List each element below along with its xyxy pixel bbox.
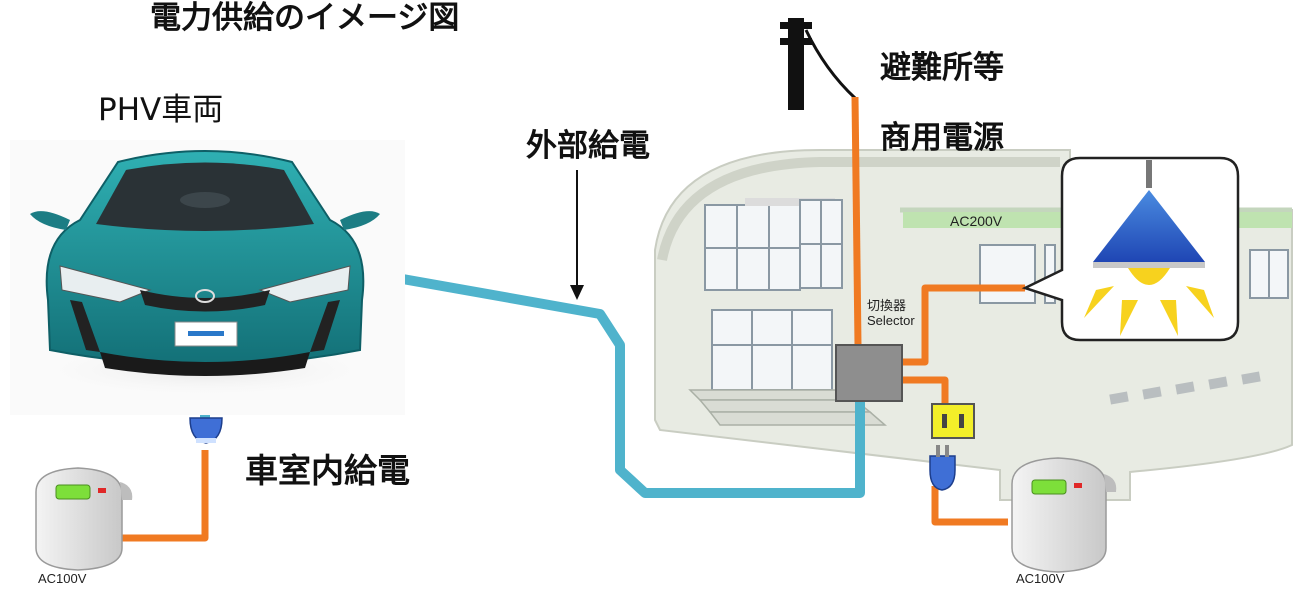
external-supply-label: 外部給電 (526, 128, 650, 164)
page-title: 電力供給のイメージ図 (150, 0, 460, 36)
car-plug-icon (189, 417, 223, 444)
rice-cooker-icon (35, 467, 133, 571)
commercial-power-label: 商用電源 (880, 120, 1004, 156)
vehicle-label: PHV車両 (98, 92, 224, 128)
ac100v-left-label: AC100V (38, 571, 87, 586)
outlet-icon (931, 403, 975, 439)
side-wall-slits (1109, 371, 1261, 405)
plug-icon (929, 445, 956, 491)
ac200v-label: AC200V (950, 213, 1003, 229)
utility-pole-icon (780, 18, 857, 110)
phv-car-icon (5, 140, 405, 415)
orange-power-wires (120, 96, 1025, 542)
lower-windows (711, 309, 833, 391)
selector-en-label: Selector (867, 313, 915, 328)
down-arrow-icon (570, 170, 584, 300)
selector-box-icon (835, 344, 903, 402)
indoor-supply-label: 車室内給電 (245, 451, 410, 490)
shelter-label: 避難所等 (880, 50, 1004, 86)
entrance-steps (688, 389, 888, 426)
rice-cooker-icon-right (1011, 457, 1117, 573)
ceiling-lamp-icon (1021, 156, 1240, 342)
upper-windows (704, 198, 1289, 304)
selector-jp-label: 切換器 (867, 298, 907, 313)
ac100v-right-label: AC100V (1016, 571, 1065, 586)
